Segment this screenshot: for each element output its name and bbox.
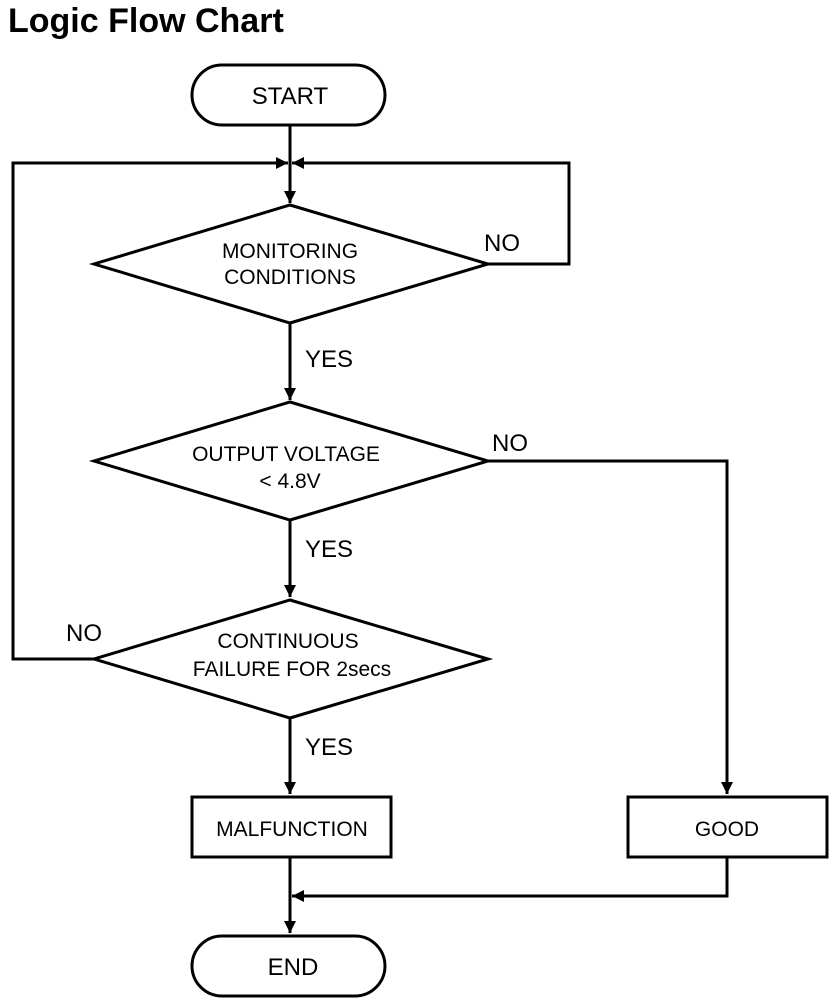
start-label: START bbox=[252, 83, 329, 110]
start-terminal: START bbox=[190, 63, 387, 127]
connector-voltage-no bbox=[488, 459, 733, 794]
continuous-no-label: NO bbox=[66, 620, 102, 647]
output-voltage-decision: OUTPUT VOLTAGE < 4.8V bbox=[88, 400, 494, 522]
monitoring-decision: MONITORING CONDITIONS bbox=[88, 203, 494, 325]
end-terminal: END bbox=[190, 934, 387, 998]
continuous-label-line2: FAILURE FOR 2secs bbox=[193, 658, 391, 681]
monitoring-no-label: NO bbox=[484, 230, 520, 257]
continuous-failure-decision: CONTINUOUS FAILURE FOR 2secs bbox=[88, 598, 494, 720]
connector-continuous-no-loop bbox=[11, 157, 288, 661]
monitoring-yes-label: YES bbox=[305, 346, 353, 373]
malfunction-label: MALFUNCTION bbox=[216, 818, 368, 841]
malfunction-box: MALFUNCTION bbox=[190, 795, 393, 859]
good-label: GOOD bbox=[695, 818, 759, 841]
monitoring-label-line2: CONDITIONS bbox=[224, 266, 356, 289]
voltage-no-label: NO bbox=[492, 430, 528, 457]
continuous-label-line1: CONTINUOUS bbox=[217, 630, 358, 653]
voltage-label-line1: OUTPUT VOLTAGE bbox=[192, 443, 380, 466]
voltage-yes-label: YES bbox=[305, 536, 353, 563]
connector-monitoring-no-loop bbox=[292, 157, 571, 266]
voltage-label-line2: < 4.8V bbox=[259, 470, 320, 493]
monitoring-label-line1: MONITORING bbox=[222, 240, 358, 263]
end-label: END bbox=[268, 954, 319, 981]
continuous-yes-label: YES bbox=[305, 734, 353, 761]
good-box: GOOD bbox=[626, 795, 829, 859]
connector-good-to-end bbox=[292, 857, 729, 902]
page-title: Logic Flow Chart bbox=[8, 2, 284, 40]
